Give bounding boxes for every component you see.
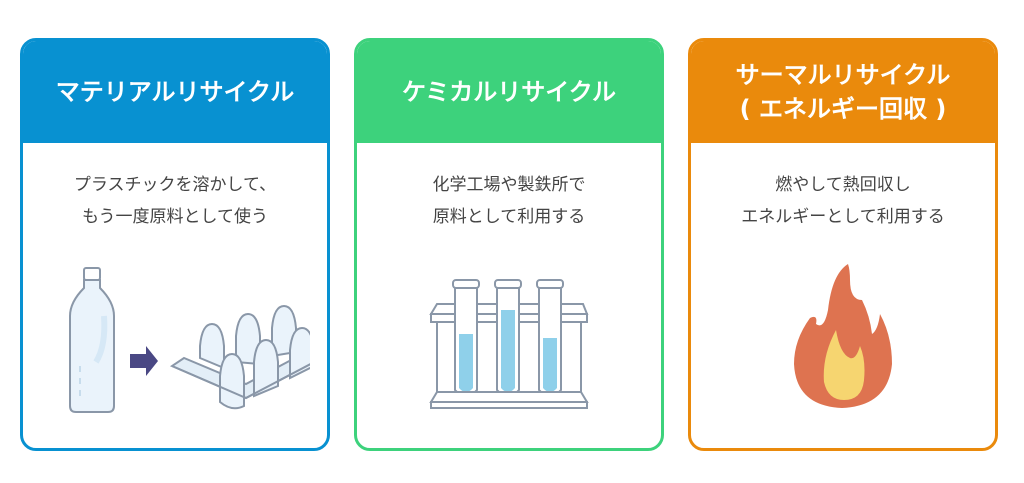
card-description: 化学工場や製鉄所で 原料として利用する <box>357 169 661 233</box>
plastic-bottle-icon <box>69 267 115 413</box>
card-title: ケミカルリサイクル <box>401 78 617 106</box>
test-tubes-illustration <box>357 274 661 414</box>
flame-illustration <box>691 260 995 410</box>
card-description: 燃やして熱回収し エネルギーとして利用する <box>691 169 995 233</box>
card-title: サーマルリサイクル <box>735 61 951 89</box>
egg-carton-icon <box>169 304 310 410</box>
description-line: プラスチックを溶かして、 <box>73 175 277 195</box>
card-subtitle: ( エネルギー回収 ) <box>739 95 947 123</box>
card-material-recycle: マテリアルリサイクル プラスチックを溶かして、 もう一度原料として使う <box>20 38 330 451</box>
card-thermal-recycle: サーマルリサイクル ( エネルギー回収 ) 燃やして熱回収し エネルギーとして利… <box>688 38 998 451</box>
card-header: ケミカルリサイクル <box>357 41 661 143</box>
card-description: プラスチックを溶かして、 もう一度原料として使う <box>23 169 327 233</box>
test-tubes-icon <box>429 279 589 409</box>
card-title: マテリアルリサイクル <box>55 78 295 106</box>
bottle-to-egg-carton-illustration <box>23 266 327 416</box>
card-chemical-recycle: ケミカルリサイクル 化学工場や製鉄所で 原料として利用する <box>354 38 664 451</box>
description-line: 化学工場や製鉄所で <box>432 175 586 195</box>
description-line: エネルギーとして利用する <box>741 207 945 227</box>
description-line: 燃やして熱回収し <box>775 175 911 195</box>
arrow-right-icon <box>130 346 158 376</box>
card-header: マテリアルリサイクル <box>23 41 327 143</box>
card-header: サーマルリサイクル ( エネルギー回収 ) <box>691 41 995 143</box>
description-line: 原料として利用する <box>432 207 586 227</box>
description-line: もう一度原料として使う <box>82 207 268 227</box>
flame-icon <box>794 264 892 408</box>
